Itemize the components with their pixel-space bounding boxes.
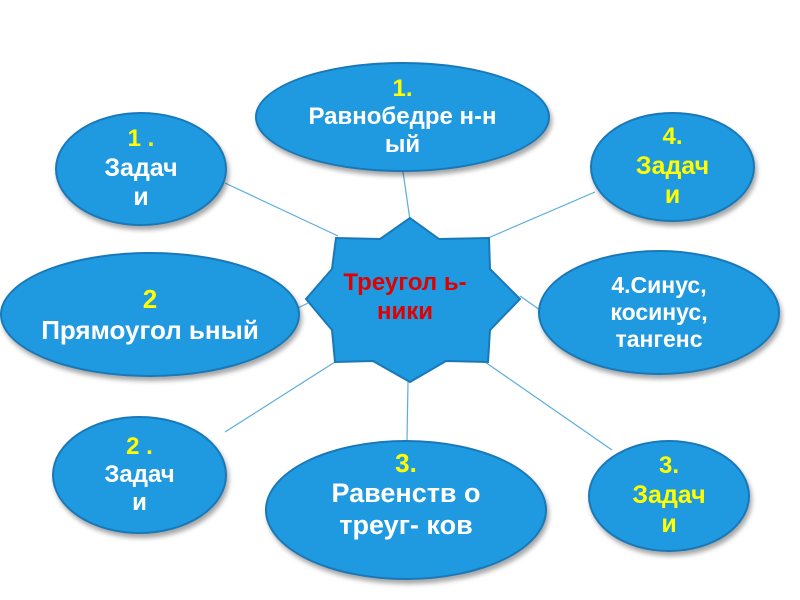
node-tasks-4-label: Задач и bbox=[635, 151, 710, 210]
node-equality-number: 3. bbox=[395, 447, 417, 478]
node-tasks-3-number: 3. bbox=[658, 452, 679, 480]
node-trig[interactable]: 4.Синус, косинус, тангенс bbox=[538, 250, 780, 375]
node-trig-label: 4.Синус, косинус, тангенс bbox=[610, 271, 708, 353]
connector-lines bbox=[224, 164, 613, 451]
connector-to-equality bbox=[406, 381, 409, 441]
node-tasks-2[interactable]: 2 . Задач и bbox=[52, 416, 227, 534]
connector-to-tasks-2 bbox=[224, 361, 336, 433]
node-isosceles-number: 1. bbox=[392, 74, 413, 102]
connector-to-tasks-4 bbox=[487, 191, 596, 239]
node-equality[interactable]: 3. Равенств о треуг- ков bbox=[265, 440, 547, 580]
node-tasks-2-label: Задач и bbox=[104, 460, 175, 517]
node-tasks-3[interactable]: 3. Задач и bbox=[588, 440, 750, 552]
connector-to-isosceles bbox=[401, 164, 411, 221]
node-right-triangle-label: Прямоугол ьный bbox=[41, 314, 259, 345]
node-tasks-3-label: Задач и bbox=[632, 480, 706, 539]
connector-to-tasks-3 bbox=[484, 361, 613, 451]
node-equality-label: Равенств о треуг- ков bbox=[331, 478, 481, 541]
node-tasks-1[interactable]: 1 . Задач и bbox=[55, 112, 227, 226]
node-tasks-4[interactable]: 4. Задач и bbox=[590, 112, 755, 222]
node-tasks-1-label: Задач и bbox=[104, 153, 178, 212]
node-isosceles[interactable]: 1. Равнобедре н-ный bbox=[255, 62, 550, 172]
center-star bbox=[304, 216, 522, 384]
connector-to-trig bbox=[519, 295, 541, 311]
node-tasks-2-number: 2 . bbox=[126, 432, 153, 460]
center-label: Треугол ь-ники bbox=[343, 269, 467, 326]
node-isosceles-label: Равнобедре н-ный bbox=[308, 102, 497, 159]
node-right-triangle[interactable]: 2 Прямоугол ьный bbox=[0, 252, 300, 377]
node-right-triangle-number: 2 bbox=[142, 283, 158, 314]
node-tasks-1-number: 1 . bbox=[127, 125, 155, 153]
connector-to-right bbox=[297, 302, 309, 309]
node-tasks-4-number: 4. bbox=[662, 123, 683, 151]
connector-to-tasks-1 bbox=[224, 182, 339, 237]
